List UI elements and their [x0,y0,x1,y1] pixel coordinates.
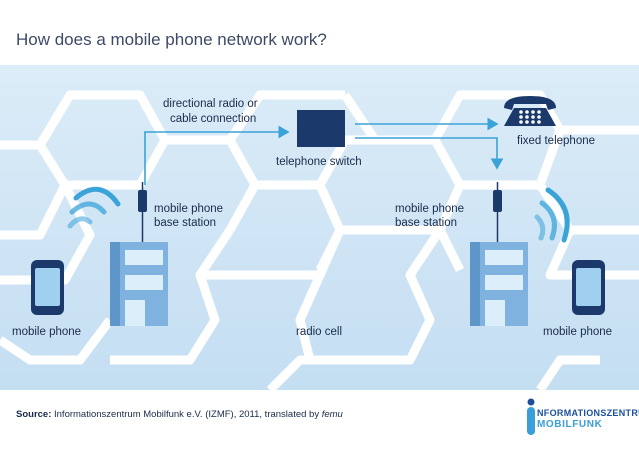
right-signal-waves-icon [534,187,570,243]
left-base-station-label-line1: mobile phone [154,203,224,215]
fixed-telephone-icon [504,96,556,126]
connection-label-line1: directional radio or [163,98,258,110]
connection-arrows [144,117,504,185]
connection-label-line2: cable connection [170,113,257,125]
logo-line2: MOBILFUNK [537,419,603,430]
left-mobile-phone-label: mobile phone [12,326,82,338]
source-label: Source: [16,409,52,420]
right-base-station-label-line2: base station [395,217,458,229]
left-signal-waves-icon [67,186,121,229]
right-base-station [470,182,528,326]
telephone-switch-box [297,110,345,147]
page-title: How does a mobile phone network work? [16,30,327,49]
arrow-left-to-switch [144,125,290,185]
logo-line1: NFORMATIONSZENTRUM [537,408,639,418]
left-base-station-label-line2: base station [154,217,217,229]
source-text: Informationszentrum Mobilfunk e.V. (IZMF… [51,409,322,420]
izmf-logo-icon [527,398,535,435]
telephone-switch-label: telephone switch [276,156,362,168]
source-footer: Source: Informationszentrum Mobilfunk e.… [16,409,343,420]
left-mobile-phone-icon [31,260,64,315]
arrow-switch-to-right-station [355,137,504,170]
source-credit: femu [321,409,343,420]
left-base-station [110,182,168,326]
fixed-telephone-label: fixed telephone [517,135,596,147]
radio-cell-label: radio cell [296,326,343,338]
right-mobile-phone-label: mobile phone [543,326,613,338]
right-base-station-label-line1: mobile phone [395,203,465,215]
right-mobile-phone-icon [572,260,605,315]
